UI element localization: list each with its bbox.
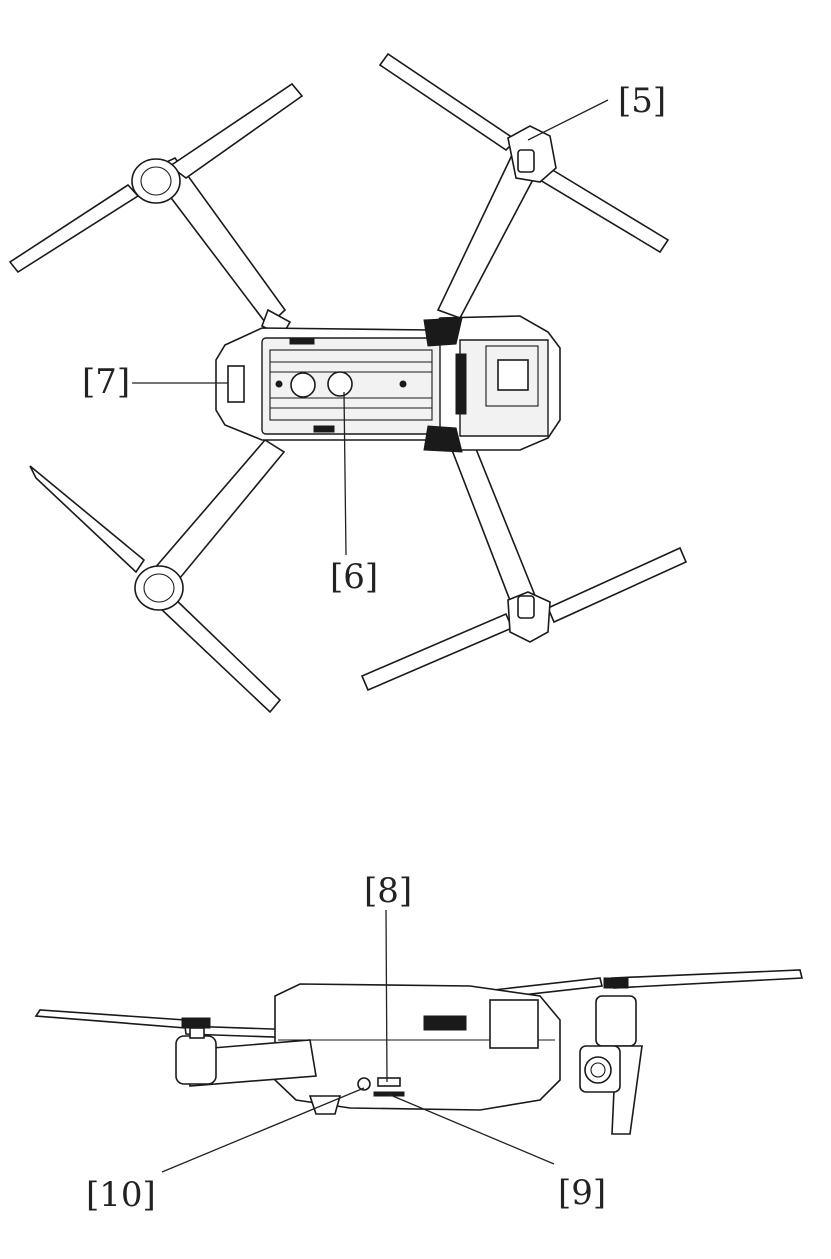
arm-bottom-left (30, 440, 284, 712)
label-5: [5] (618, 81, 666, 121)
propeller-left (36, 1010, 186, 1028)
drone-body-bottom (216, 316, 560, 452)
arm-top-left (10, 84, 302, 336)
label-7: [7] (82, 362, 130, 402)
leader-10 (162, 1088, 364, 1172)
arm-bottom-right (362, 444, 686, 690)
label-9: [9] (558, 1173, 606, 1213)
label-8: [8] (364, 871, 412, 911)
label-10: [10] (86, 1175, 156, 1215)
label-6: [6] (330, 557, 378, 597)
drone-side-view: [8] [9] [10] (36, 871, 802, 1215)
drone-bottom-view: [5] [7] [6] (10, 54, 686, 712)
leader-5 (528, 100, 608, 140)
